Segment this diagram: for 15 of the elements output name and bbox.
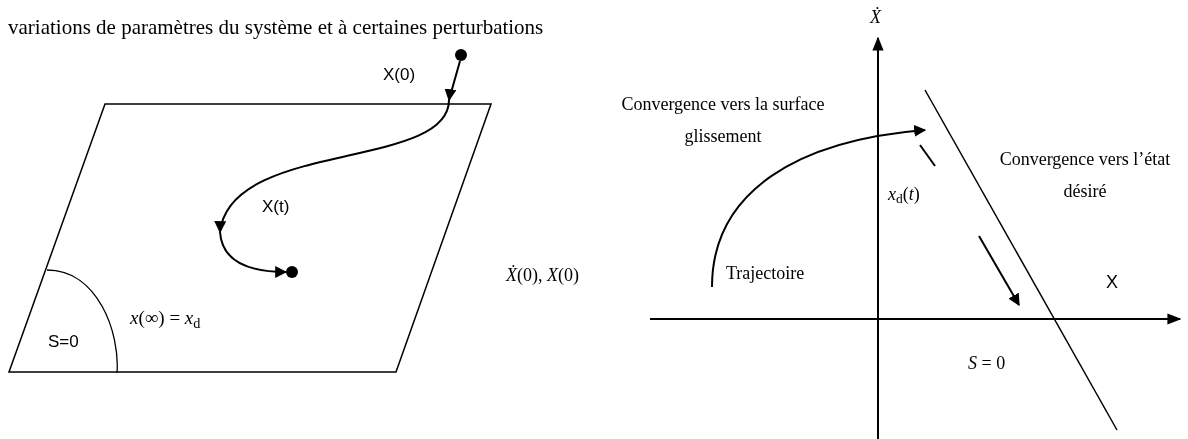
- trajectory-arrow: [214, 60, 461, 278]
- trajectory-label: Trajectoire: [726, 262, 805, 285]
- region-label: S=0: [48, 331, 79, 353]
- trajectory-arrow: [711, 125, 927, 288]
- trajectory-label: x$_{d}$(t): [888, 183, 920, 208]
- state-label: X(0): [383, 64, 416, 86]
- axis-label: Ẋ: [870, 6, 881, 29]
- body-text: variations de paramètres du système et à certaines perturbations: [8, 14, 544, 41]
- surface-label: S = 0: [968, 352, 1006, 375]
- state-label: X(t): [262, 196, 290, 218]
- initial-condition-label: Ẋ(0), X(0): [506, 264, 579, 287]
- axis-label: X: [1106, 271, 1118, 294]
- annotation-text: Convergence vers la surface glissement: [620, 93, 826, 148]
- equation-text: x(∞) = x$_{d}$: [130, 306, 201, 333]
- annotation-text: Convergence vers l’état désiré: [998, 148, 1172, 203]
